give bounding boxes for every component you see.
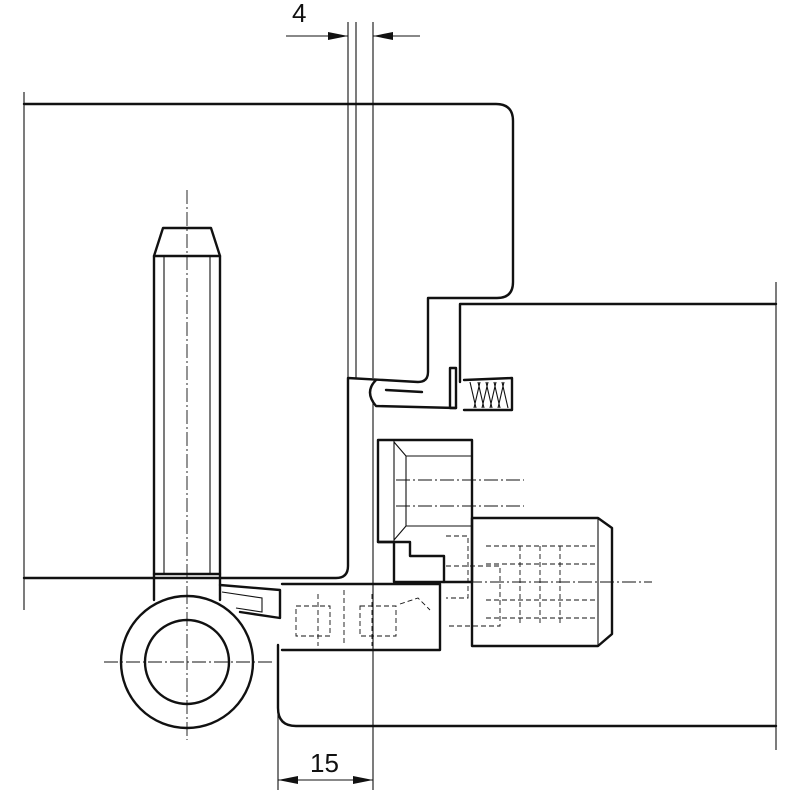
seal-strip: [368, 366, 514, 412]
dimension-gap: 4: [286, 0, 420, 40]
hinge-pin: [152, 190, 222, 600]
dimension-label-gap: 4: [292, 0, 306, 28]
dimension-offset: 15: [278, 748, 373, 784]
gap-lines: [347, 22, 374, 790]
hinge-knuckle: [104, 572, 282, 740]
hinge-body: [280, 438, 652, 652]
door-leaf: [22, 102, 515, 580]
door-frame: [276, 302, 778, 728]
dimension-label-offset: 15: [310, 748, 339, 778]
extension-lines: [23, 92, 777, 790]
